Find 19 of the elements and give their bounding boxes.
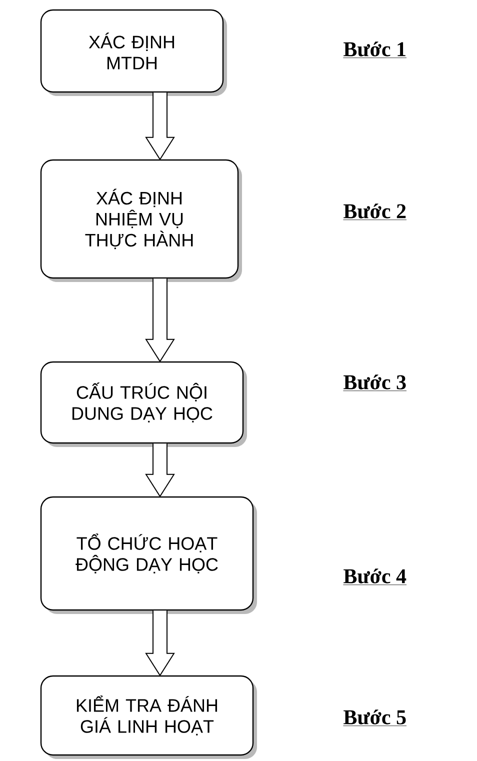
process-box: [40, 159, 242, 282]
process-box: [40, 675, 257, 759]
node-label: TỔ CHỨC HOẠT ĐỘNG DẠY HỌC: [76, 534, 218, 574]
node-label: XÁC ĐỊNH MTDH: [88, 32, 174, 70]
step-label: Bước 1: [343, 42, 407, 58]
process-box: [40, 496, 257, 614]
node-label: XÁC ĐỊNH NHIỆM VỤ THỰC HÀNH: [85, 188, 193, 250]
node-label: CẤU TRÚC NỘI DUNG DẠY HỌC: [72, 382, 212, 422]
step-label: Bước 5: [343, 710, 407, 726]
step-label: Bước 2: [343, 204, 407, 220]
hollow-arrow: [145, 92, 175, 160]
hollow-arrow: [145, 443, 175, 498]
process-box: [40, 361, 247, 447]
node-label: KIỂM TRA ĐÁNH GIÁ LINH HOẠT: [76, 696, 218, 736]
hollow-arrow: [145, 610, 175, 676]
step-label: Bước 4: [343, 568, 407, 586]
hollow-arrow: [145, 278, 175, 362]
process-box: [40, 9, 227, 96]
step-label: Bước 3: [343, 374, 407, 392]
